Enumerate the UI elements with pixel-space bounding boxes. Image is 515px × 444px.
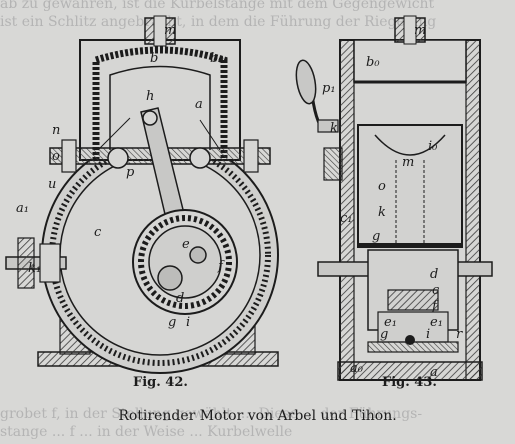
fig42-label-u: u	[48, 177, 56, 192]
fig42-label-n: n	[52, 123, 60, 138]
figure-main-caption: Rotirender Motor von Arbel und Tihon.	[118, 408, 397, 424]
bleed-through-text-bottom: grobet f, in der Stellung gewählt, ... D…	[0, 405, 515, 441]
fig43-label-i0: i₀	[428, 139, 438, 154]
fig43-label-o: o	[378, 179, 386, 194]
fig-42-caption: Fig. 42.	[133, 375, 188, 390]
fig42-label-m: m	[164, 23, 176, 38]
bleed-line-4: stange ... f ... in der Weise ... Kurbel…	[0, 424, 293, 440]
fig43-label-f: f	[431, 299, 439, 314]
fig43-label-r: r	[456, 327, 463, 342]
fig43-label-k: k	[330, 121, 338, 136]
fig43-label-c1: c₁	[340, 211, 353, 226]
fig43-label-g: g	[372, 229, 380, 244]
fig42-label-f: f	[217, 259, 225, 274]
fig43-label-d: d	[430, 267, 438, 282]
fig42-label-h: h	[146, 89, 154, 104]
fig42-label-c: c	[94, 225, 102, 240]
fig42-label-g: g	[168, 315, 176, 330]
fig43-label-e1a: e₁	[430, 315, 443, 330]
fig-43-caption: Fig. 43.	[382, 375, 437, 390]
fig43-label-e1b: e₁	[384, 315, 397, 330]
fig42-label-a1: a₁	[16, 201, 29, 216]
fig43-label-m: m	[414, 23, 426, 38]
fig43-label-g2: g	[380, 327, 388, 342]
fig43-label-k2: k	[378, 205, 386, 220]
fig43-label-c: c	[432, 283, 440, 298]
fig42-label-o: o	[52, 149, 60, 164]
bleed-line-2: ist ein Schlitz angebracht, in dem die F…	[0, 14, 437, 30]
fig42-label-k1: k₁	[28, 261, 41, 276]
fig42-label-b0: b₀	[210, 51, 224, 66]
fig42-label-e: e	[182, 237, 190, 252]
bleed-line-3: grobet f, in der Stellung gewählt, ... D…	[0, 406, 423, 422]
fig42-label-p: p	[126, 165, 135, 180]
fig43-label-a0: a₀	[350, 361, 364, 376]
figure-43-drawing	[295, 15, 493, 381]
fig42-label-b: b	[150, 51, 158, 66]
fig43-label-i: i	[426, 327, 430, 342]
fig42-label-a: a	[195, 97, 203, 112]
bleed-through-text-top: ab zu gewähren, ist die Kurbelstange mit…	[0, 0, 515, 31]
fig43-label-m2: m	[402, 155, 414, 170]
bleed-line-1: ab zu gewähren, ist die Kurbelstange mit…	[0, 0, 435, 12]
figure-42-drawing	[5, 15, 279, 374]
fig42-label-d: d	[176, 291, 184, 306]
fig43-label-p1: p₁	[322, 81, 336, 96]
fig43-label-a: a	[430, 365, 438, 380]
fig43-label-b0: b₀	[366, 55, 380, 70]
figure-43-labels: m b₀ p₁ k i₀ m o k c₁ g d c f e₁ g i e₁ …	[322, 23, 463, 380]
fig42-label-i: i	[186, 315, 190, 330]
figure-42-labels: m b b₀ h a n o u a₁ c p e d f g i k₁	[16, 23, 225, 330]
